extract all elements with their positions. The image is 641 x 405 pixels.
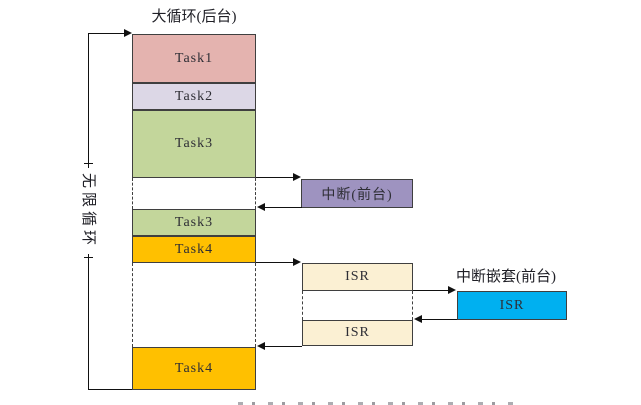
task1-block: Task1 (132, 34, 256, 83)
task4-block-bottom: Task4 (132, 347, 256, 390)
loop-bottom-line (88, 389, 133, 390)
background-loop-title: 大循环(后台) (151, 9, 237, 25)
arrow-isr-return-to-task4-head-icon (257, 342, 265, 350)
column-gap-during-interrupt (132, 178, 256, 209)
arrow-isr-return-to-task4-line (264, 346, 302, 347)
nested-interrupt-title: 中断嵌套(前台) (456, 269, 556, 285)
task3-block-first: Task3 (132, 110, 256, 178)
arrow-interrupt-return-line (264, 207, 302, 208)
loop-top-line (88, 33, 126, 34)
interrupt-foreground-box: 中断(前台) (301, 179, 413, 208)
arrow-isr-to-nested-head-icon (448, 286, 456, 294)
loop-label-top-tick (84, 163, 93, 164)
isr-block-first: ISR (302, 263, 413, 291)
arrow-nested-return-head-icon (414, 315, 422, 323)
arrow-task4-to-isr-line (256, 262, 294, 263)
task2-block: Task2 (132, 83, 256, 110)
loop-entry-arrowhead-icon (124, 29, 132, 37)
isr-gap-during-nested-interrupt (302, 291, 413, 320)
nested-isr-block: ISR (457, 291, 567, 320)
task3-block-second: Task3 (132, 209, 256, 236)
arrow-interrupt-return-head-icon (257, 203, 265, 211)
isr-block-second: ISR (302, 320, 413, 346)
arrow-task4-to-isr-head-icon (293, 258, 301, 266)
arrow-task3-to-interrupt-line (256, 177, 294, 178)
arrow-nested-return-line (421, 319, 457, 320)
loop-label-bottom-tick (84, 257, 93, 258)
infinite-loop-label: 无限循环 (79, 168, 97, 254)
task4-block-first: Task4 (132, 236, 256, 263)
column-gap-during-isr (132, 263, 256, 347)
arrow-isr-to-nested-line (413, 290, 449, 291)
arrow-task3-to-interrupt-head-icon (293, 173, 301, 181)
clipped-caption-remnant (238, 402, 520, 405)
